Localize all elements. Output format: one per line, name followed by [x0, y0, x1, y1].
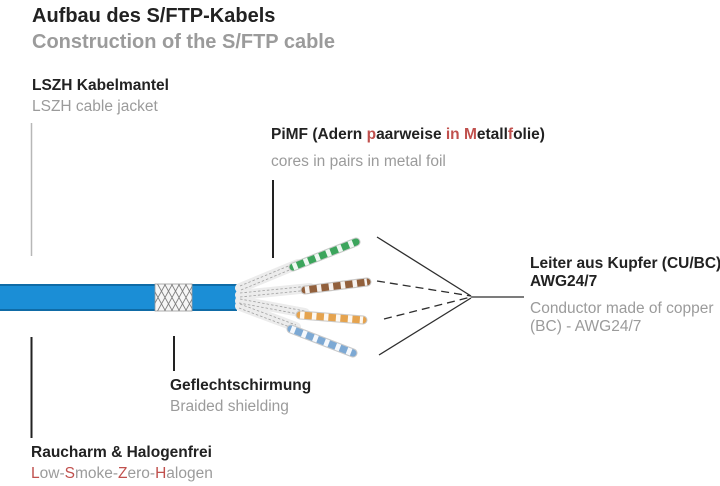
- page-title-en: Construction of the S/FTP cable: [32, 31, 335, 53]
- label-pimf-de: PiMF (Adern paarweise in Metallfolie): [271, 126, 545, 143]
- braid-window: [154, 283, 193, 312]
- label-conductor-en-line2: (BC) - AWG24/7: [530, 318, 642, 335]
- label-braid: Geflechtschirmung Braided shielding: [170, 375, 311, 417]
- twisted-pair-orange: [295, 310, 368, 325]
- label-conductor-de-line1: Leiter aus Kupfer (CU/BC): [530, 255, 720, 272]
- twisted-pair-green: [288, 237, 361, 272]
- label-braid-de: Geflechtschirmung: [170, 377, 312, 394]
- label-lszh-de: Raucharm & Halogenfrei: [31, 444, 212, 461]
- twisted-pair-brown: [300, 277, 372, 295]
- label-conductor-en-line1: Conductor made of copper: [530, 300, 714, 317]
- label-lszh: Raucharm & Halogenfrei Low-Smoke-Zero-Ha…: [31, 442, 213, 484]
- foil-wraps: [235, 259, 315, 332]
- label-lszh-en: Low-Smoke-Zero-Halogen: [31, 465, 213, 482]
- label-pimf: PiMF (Adern paarweise in Metallfolie) co…: [271, 124, 545, 172]
- label-braid-en: Braided shielding: [170, 398, 289, 415]
- conductor-pointer-lines: [376, 236, 524, 356]
- label-cable-jacket-de: LSZH Kabelmantel: [32, 77, 169, 94]
- cable-jacket: [0, 284, 237, 311]
- connector-lines: [30, 123, 274, 438]
- label-conductor: Leiter aus Kupfer (CU/BC) AWG24/7 Conduc…: [530, 255, 720, 336]
- page-title-de: Aufbau des S/FTP-Kabels: [32, 5, 276, 27]
- label-cable-jacket: LSZH Kabelmantel LSZH cable jacket: [32, 75, 169, 117]
- label-pimf-en: cores in pairs in metal foil: [271, 153, 446, 170]
- twisted-pair-blue: [286, 324, 358, 358]
- label-conductor-de-line2: AWG24/7: [530, 273, 598, 290]
- label-cable-jacket-en: LSZH cable jacket: [32, 98, 158, 115]
